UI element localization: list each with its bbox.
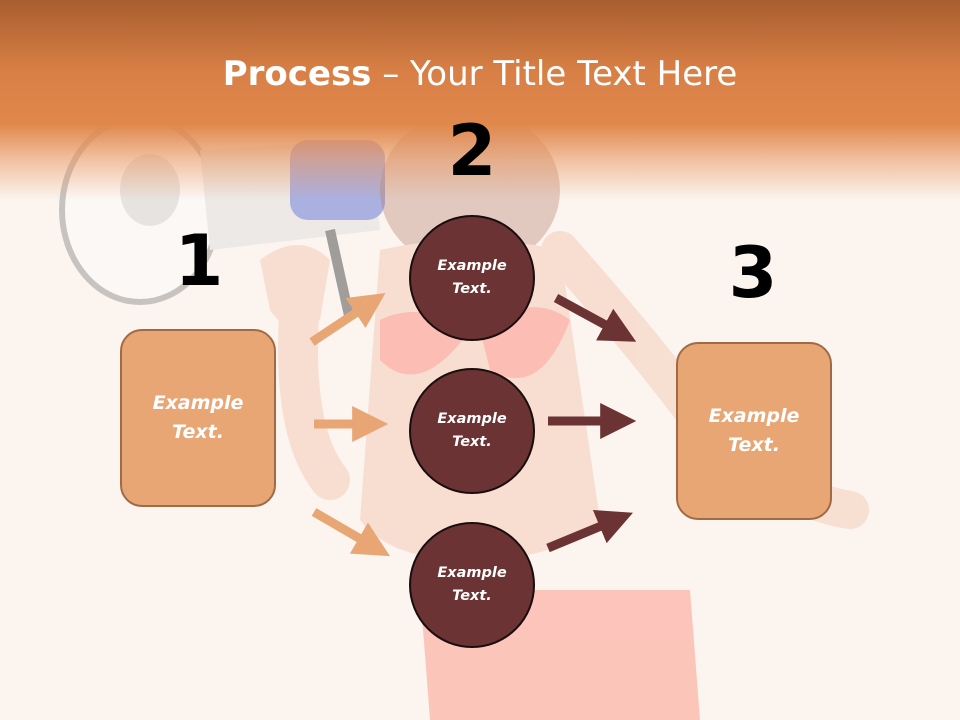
title-bold-part: Process bbox=[222, 54, 372, 94]
step-2-circle-middle[interactable]: Example Text. bbox=[409, 368, 535, 494]
step-2-circle-top[interactable]: Example Text. bbox=[409, 215, 535, 341]
step-3-box-text: Example Text. bbox=[708, 405, 800, 456]
step-1-box[interactable]: Example Text. bbox=[120, 329, 276, 507]
slide-title[interactable]: Process – Your Title Text Here bbox=[0, 52, 960, 96]
step-3-box[interactable]: Example Text. bbox=[676, 342, 832, 520]
header-band bbox=[0, 0, 960, 200]
title-rest-part: – Your Title Text Here bbox=[371, 54, 738, 94]
step-number-3: 3 bbox=[728, 232, 778, 314]
step-number-1: 1 bbox=[174, 220, 224, 302]
circle-middle-text: Example Text. bbox=[437, 411, 507, 450]
step-number-2: 2 bbox=[447, 110, 497, 192]
arrow-top-to-right bbox=[553, 294, 637, 342]
step-2-circle-bottom[interactable]: Example Text. bbox=[409, 522, 535, 648]
circle-bottom-text: Example Text. bbox=[437, 565, 507, 604]
step-1-box-text: Example Text. bbox=[152, 392, 244, 443]
arrow-left-to-bottom bbox=[311, 508, 391, 557]
circle-top-text: Example Text. bbox=[437, 258, 507, 297]
arrow-left-to-top bbox=[309, 293, 386, 346]
arrow-bottom-to-right bbox=[546, 509, 633, 553]
